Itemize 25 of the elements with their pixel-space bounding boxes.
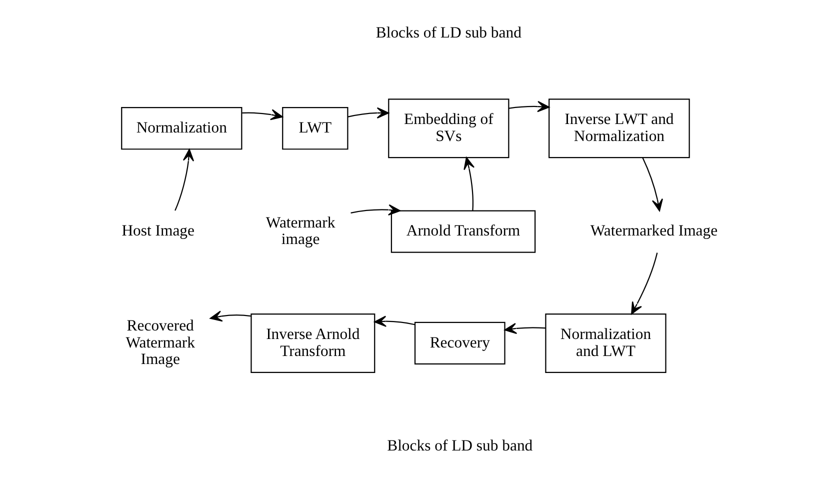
node-text: Watermark image (265, 214, 335, 248)
arrow (463, 157, 474, 211)
node-box: Arnold Transform (390, 210, 536, 253)
arrow (374, 316, 415, 327)
arrow (242, 109, 282, 120)
node-box: LWT (282, 107, 348, 150)
arrow (347, 107, 389, 118)
node-box: Inverse Arnold Transform (250, 313, 375, 373)
arrow (508, 100, 550, 112)
arrow (642, 157, 662, 212)
label: Blocks of LD sub band (375, 24, 521, 42)
node-text: Watermarked Image (590, 222, 718, 240)
label: Blocks of LD sub band (386, 438, 532, 455)
node-box: Normalization and LWT (544, 313, 666, 373)
node-box: Normalization (120, 107, 242, 150)
node-text: Host Image (121, 222, 194, 240)
node-box: Inverse LWT and Normalization (548, 98, 690, 158)
arrow (504, 322, 545, 334)
arrow (350, 204, 400, 216)
node-text: Recovered Watermark Image (125, 318, 194, 368)
node-box: Recovery (414, 322, 505, 365)
node-box: Embedding of SVs (388, 98, 509, 158)
arrow (630, 252, 658, 314)
arrow (174, 148, 194, 211)
arrow (209, 310, 250, 322)
